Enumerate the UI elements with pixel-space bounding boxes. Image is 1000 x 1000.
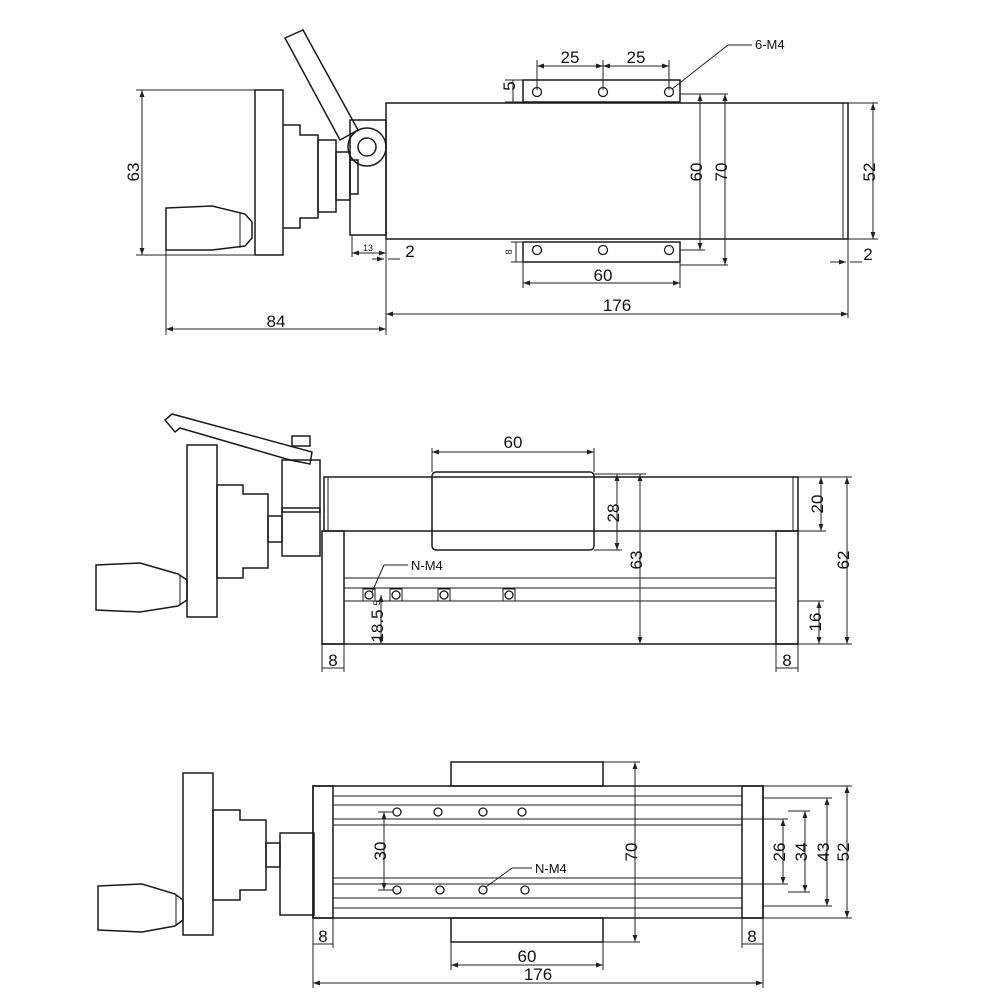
- side-motor: [186, 444, 321, 618]
- side-view: 60 28 63 20 62 16 N-M4 5 18.5 8 8: [95, 413, 853, 672]
- top-crank-grip: [165, 205, 253, 251]
- bottom-crank-grip: [97, 883, 184, 933]
- top-hole: [531, 244, 543, 256]
- side-holes: [362, 588, 516, 602]
- side-hole: [437, 588, 451, 602]
- top-dim-pitch-a: 25: [561, 48, 580, 67]
- bottom-frame: [312, 785, 764, 919]
- side-hole-callout: N-M4: [411, 558, 443, 573]
- side-hole: [502, 588, 516, 602]
- top-dim-handle-length: 84: [267, 312, 286, 331]
- top-dim-hole-spacing: 60: [687, 163, 706, 182]
- top-dim-bottom-pitch: 60: [594, 266, 613, 285]
- side-dim-center-height: 63: [627, 551, 646, 570]
- side-dimension-lines: [321, 448, 852, 672]
- side-dim-base-height: 16: [806, 613, 825, 632]
- bottom-hole-callout: N-M4: [535, 861, 567, 876]
- bottom-hole: [517, 807, 527, 817]
- side-hole: [362, 588, 376, 602]
- side-crank-grip: [95, 562, 188, 613]
- side-dim-top-thickness: 20: [808, 495, 827, 514]
- top-dim-end-plate: 13: [363, 243, 373, 253]
- top-dim-rail-width: 52: [860, 163, 879, 182]
- bottom-dim-inner-43: 43: [814, 843, 833, 862]
- side-carriage: [431, 471, 595, 551]
- top-lever-arm: [283, 29, 360, 142]
- top-brackets: [522, 79, 681, 263]
- bottom-dim-inner-26: 26: [770, 843, 789, 862]
- bottom-dim-end-left: 8: [318, 927, 327, 946]
- bottom-dim-table-width: 70: [622, 843, 641, 862]
- bottom-view: 30 N-M4 70 26 34 43 52 8 8 60 176: [97, 761, 853, 988]
- bottom-hole: [478, 807, 488, 817]
- top-dim-bracket-offset: 5: [500, 81, 519, 90]
- top-dim-gap-right: 2: [863, 245, 872, 264]
- top-dim-gap-left: 2: [405, 242, 414, 261]
- bottom-hole: [478, 885, 488, 895]
- side-dim-table-length: 60: [504, 433, 523, 452]
- side-dim-overall-height: 62: [834, 551, 853, 570]
- top-dim-table-width: 70: [712, 163, 731, 182]
- top-hole-callout: 6-M4: [755, 37, 785, 52]
- side-dim-hole-height: 18.5: [368, 609, 387, 642]
- top-dim-motor-height: 63: [124, 163, 143, 182]
- bottom-hole: [392, 885, 402, 895]
- side-top-plate: [323, 476, 799, 532]
- bottom-hole: [433, 807, 443, 817]
- top-view: 25 25 6-M4 5 63 60 70 52 13 2 8 60 2 84 …: [124, 29, 879, 335]
- bottom-dim-overall-length: 176: [524, 965, 552, 984]
- top-dim-overall-length: 176: [603, 296, 631, 315]
- bottom-dim-row-spacing: 30: [371, 842, 390, 861]
- top-hole: [663, 244, 675, 256]
- bottom-dim-table-length: 60: [518, 947, 537, 966]
- top-holes: [531, 86, 675, 256]
- bottom-holes: [392, 807, 530, 895]
- side-dim-foot-right: 8: [782, 651, 791, 670]
- bottom-dim-end-right: 8: [747, 927, 756, 946]
- top-main-body: [385, 102, 849, 240]
- bottom-hole: [435, 885, 445, 895]
- bottom-dimension-lines: [312, 761, 852, 988]
- bottom-carriage: [450, 761, 604, 943]
- side-lever: [163, 413, 313, 465]
- bottom-dim-rail-width: 52: [834, 843, 853, 862]
- bottom-dim-inner-34: 34: [792, 843, 811, 862]
- top-motor-body: [254, 89, 387, 256]
- side-base: [321, 530, 799, 645]
- top-dim-bracket-edge: 8: [504, 249, 514, 254]
- top-dim-pitch-b: 25: [627, 48, 646, 67]
- side-dim-table-height: 28: [604, 504, 623, 523]
- side-dim-foot-left: 8: [328, 651, 337, 670]
- side-hole: [389, 588, 403, 602]
- top-dimension-lines: [136, 44, 878, 335]
- side-dim-hole-depth: 5: [372, 600, 382, 605]
- bottom-hole: [520, 885, 530, 895]
- bottom-motor: [182, 772, 315, 936]
- top-hole: [597, 244, 609, 256]
- bottom-hole: [392, 807, 402, 817]
